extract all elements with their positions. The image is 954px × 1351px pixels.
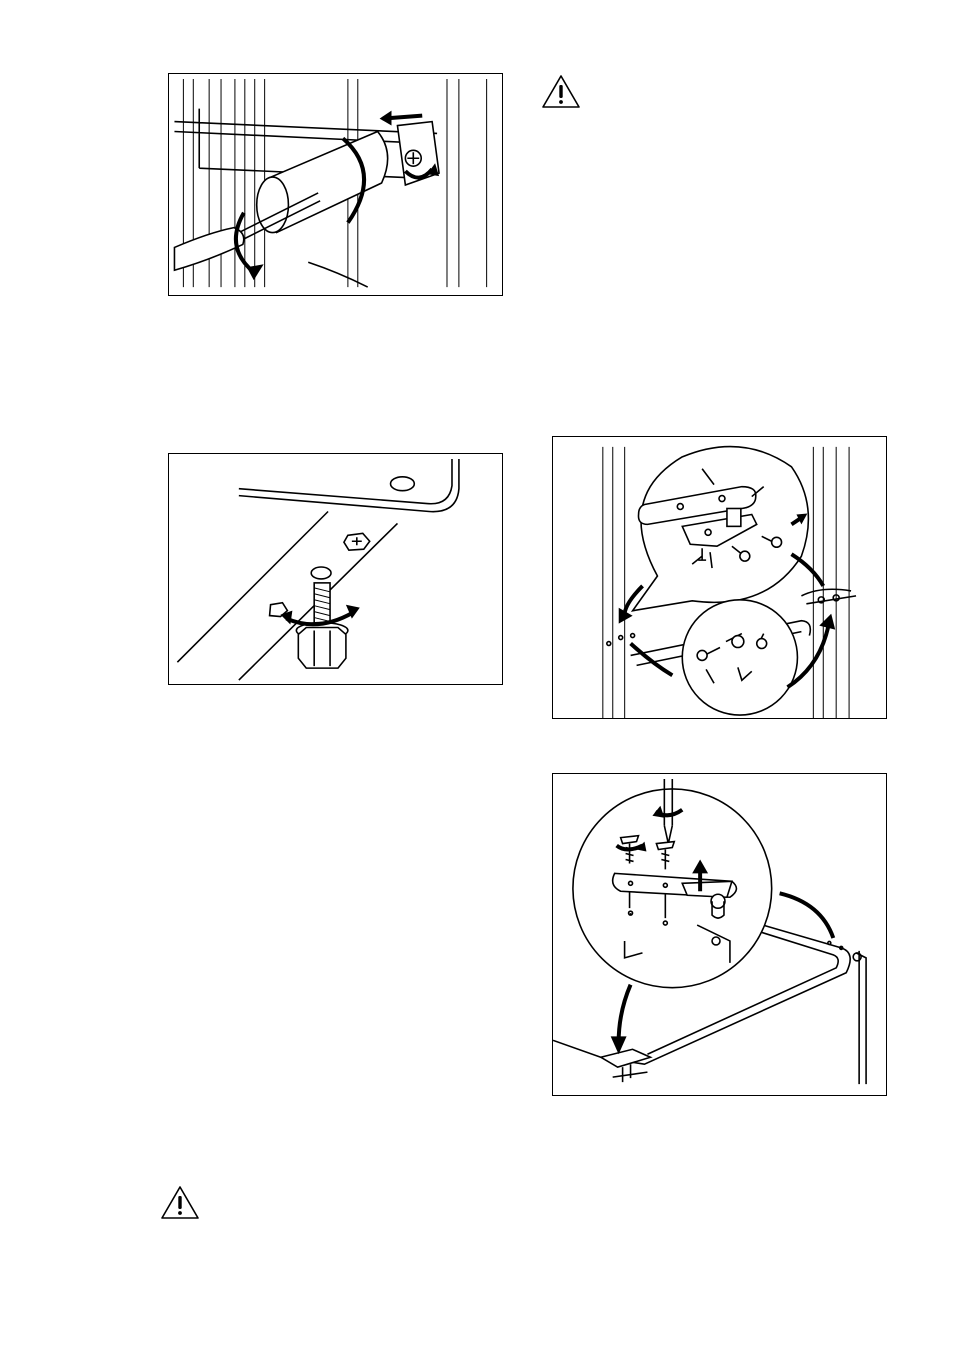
figure-cooling-duct	[168, 73, 503, 296]
warning-triangle-icon	[541, 74, 581, 109]
figure-top-hinge	[552, 773, 887, 1096]
warning-triangle-icon	[160, 1185, 200, 1220]
top-hinge-removal-illustration	[553, 774, 886, 1095]
warning-top	[541, 74, 581, 109]
screwdriver-detach-duct-illustration	[169, 74, 502, 295]
warning-bottom	[160, 1185, 200, 1220]
adjust-foot-illustration	[169, 454, 502, 684]
door-hinge-swap-illustration	[553, 437, 886, 718]
figure-door-hinge-swap	[552, 436, 887, 719]
figure-adjustable-foot	[168, 453, 503, 685]
